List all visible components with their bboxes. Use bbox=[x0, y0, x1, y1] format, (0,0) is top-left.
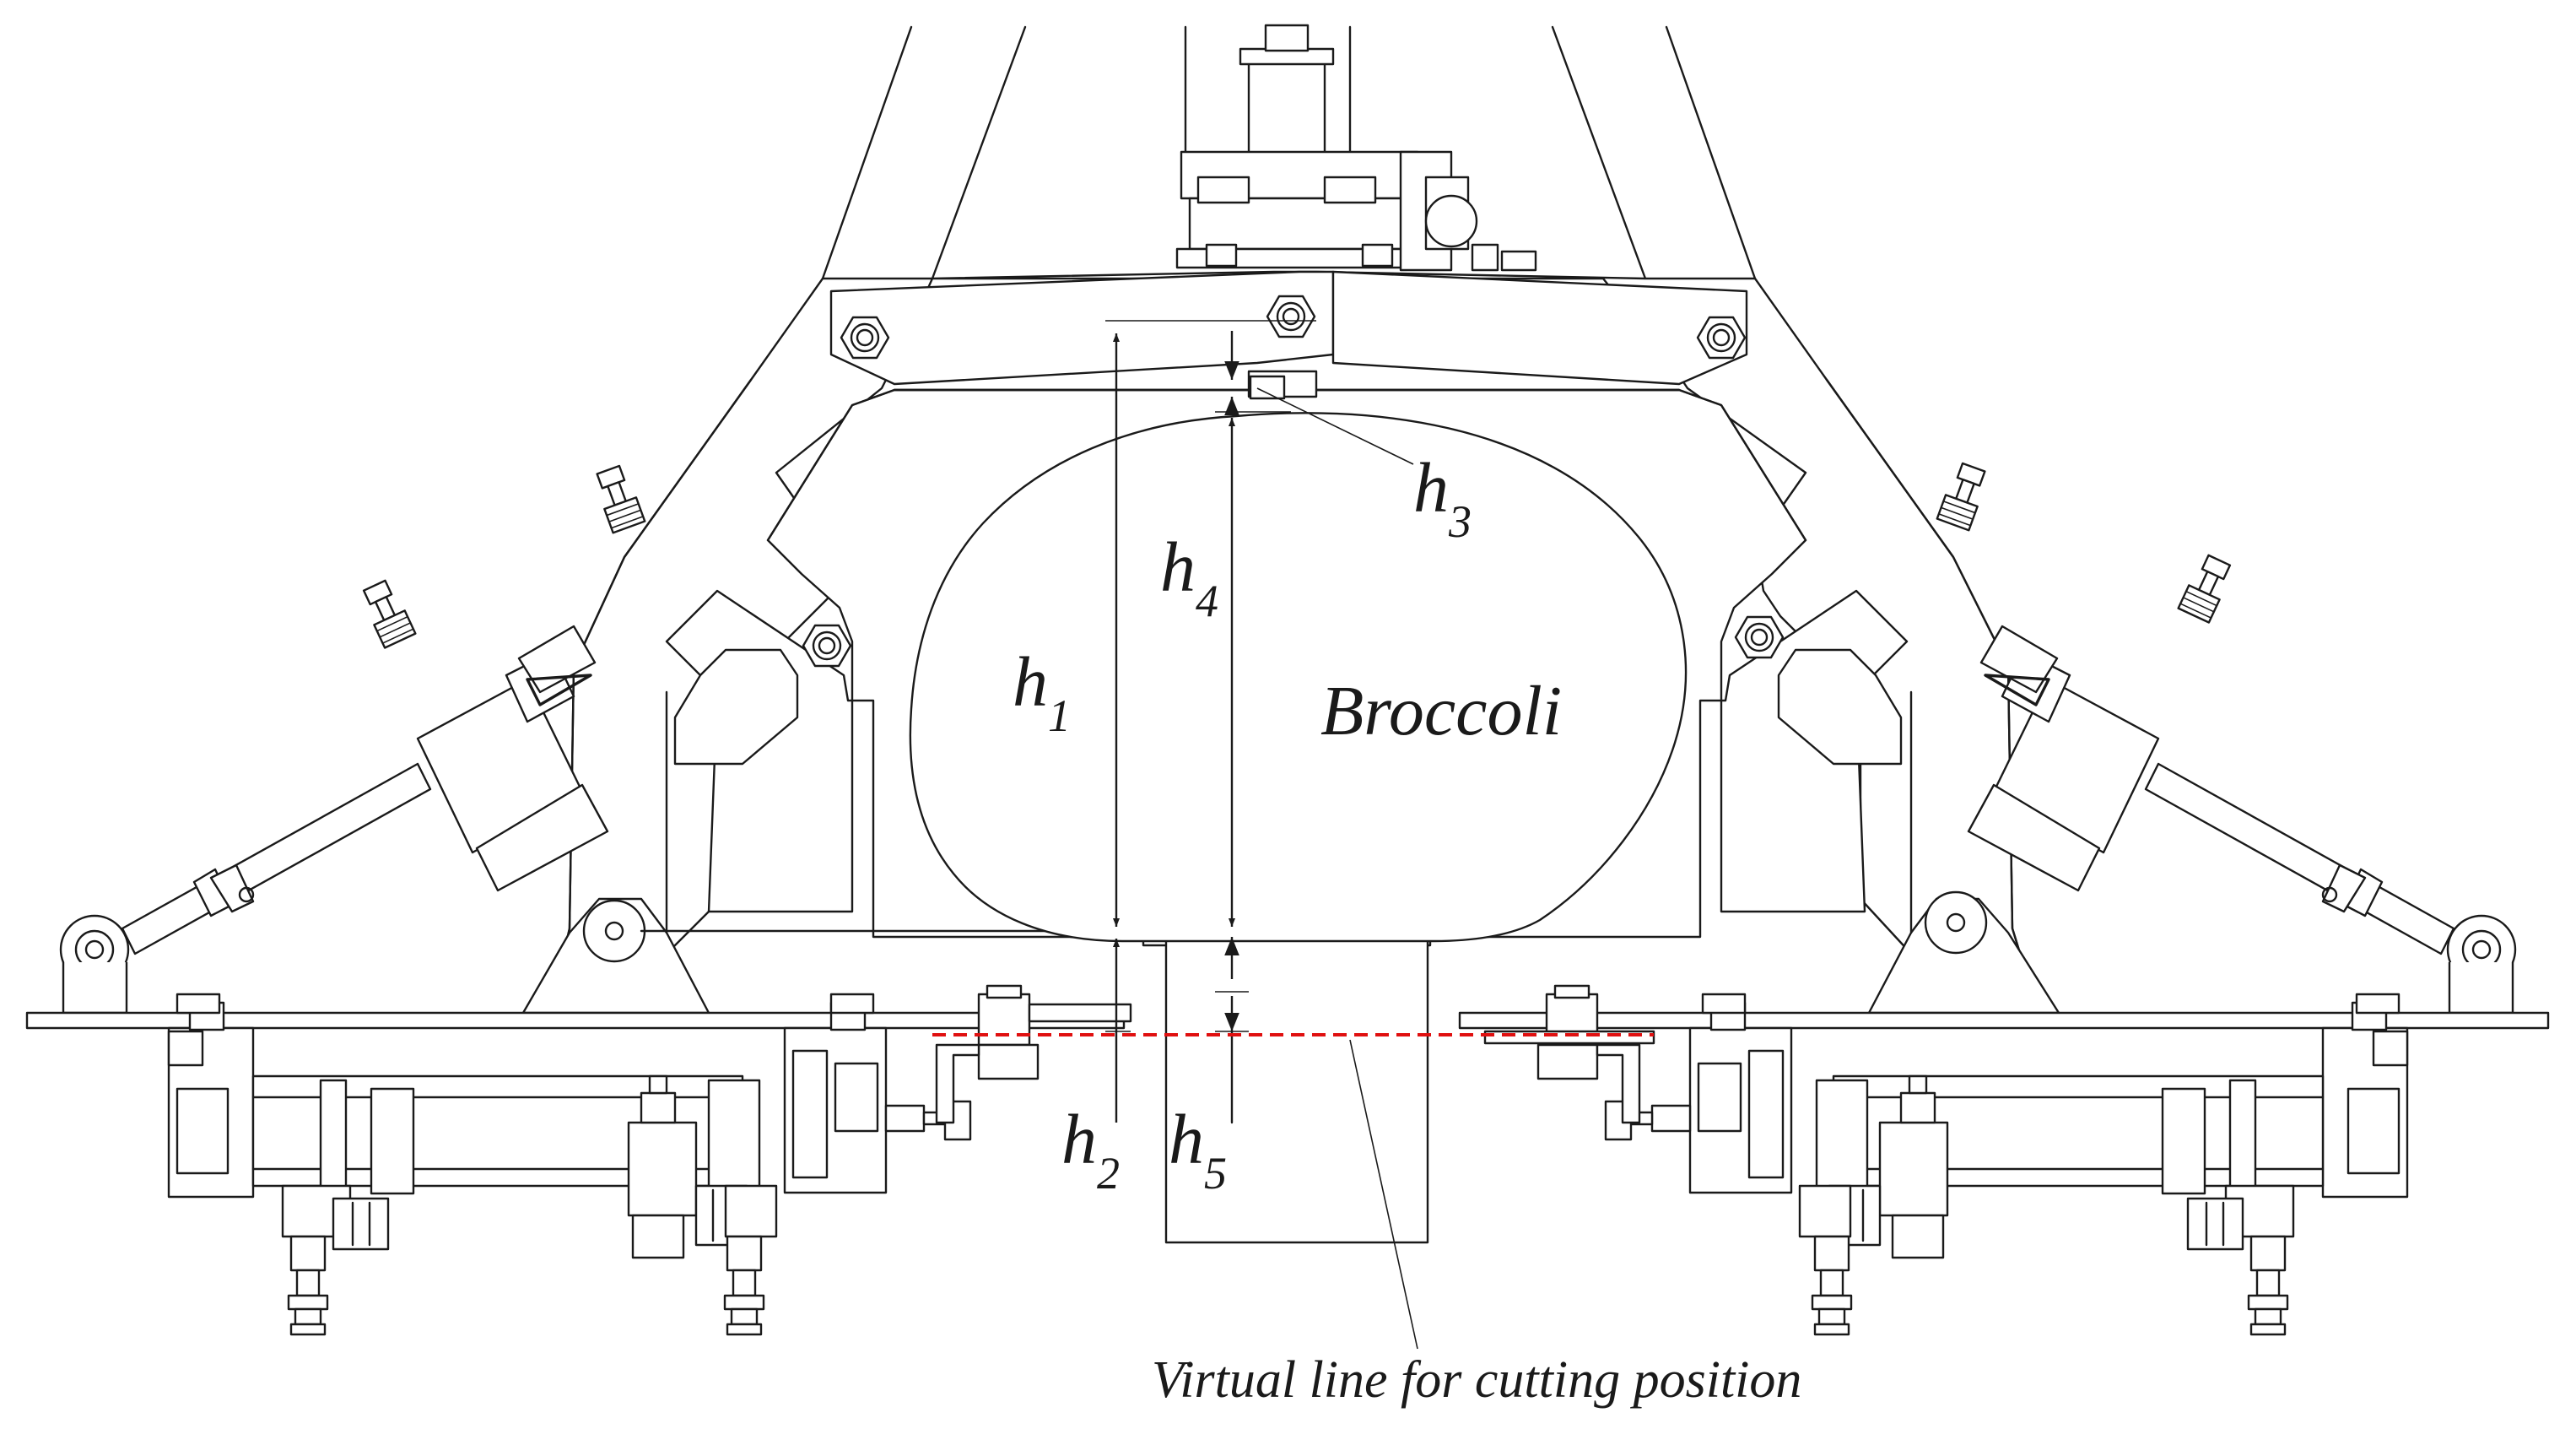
lower-assembly-left bbox=[167, 993, 972, 1336]
label-broccoli: Broccoli bbox=[1320, 672, 1562, 750]
lower-assembly-right bbox=[1604, 993, 2409, 1336]
frame-struts bbox=[821, 25, 1757, 280]
dimension-h1 bbox=[1105, 320, 1316, 927]
top-actuator bbox=[1175, 24, 1537, 272]
label-h1: h1 bbox=[1013, 643, 1071, 741]
label-h5: h5 bbox=[1169, 1101, 1227, 1199]
cutter-left bbox=[935, 984, 1132, 1124]
dimension-h2 bbox=[1105, 939, 1131, 1123]
pivot-right bbox=[1924, 890, 1988, 955]
valve-right-upper bbox=[1936, 460, 1991, 532]
valve-left-upper bbox=[591, 463, 646, 534]
caption-cutting-line: Virtual line for cutting position bbox=[1152, 1351, 1801, 1409]
dimension-h5 bbox=[1215, 937, 1249, 1124]
dimension-h3 bbox=[1215, 331, 1414, 465]
side-cylinder-right bbox=[1967, 625, 2517, 1015]
side-cylinder-left bbox=[59, 625, 609, 1015]
label-h4: h4 bbox=[1160, 528, 1218, 626]
cutting-position-line bbox=[932, 1033, 1654, 1350]
label-h3: h3 bbox=[1413, 449, 1472, 547]
h3-contact-plate bbox=[1249, 375, 1286, 400]
cutter-right bbox=[1483, 984, 1655, 1124]
broccoli-stem bbox=[1164, 937, 1429, 1244]
top-crossbar bbox=[829, 270, 1748, 398]
label-h2: h2 bbox=[1061, 1101, 1120, 1199]
pivot-left bbox=[582, 899, 646, 963]
valve-left-lower bbox=[358, 577, 417, 649]
broccoli-head bbox=[909, 412, 1688, 943]
valve-right-lower bbox=[2177, 552, 2236, 624]
